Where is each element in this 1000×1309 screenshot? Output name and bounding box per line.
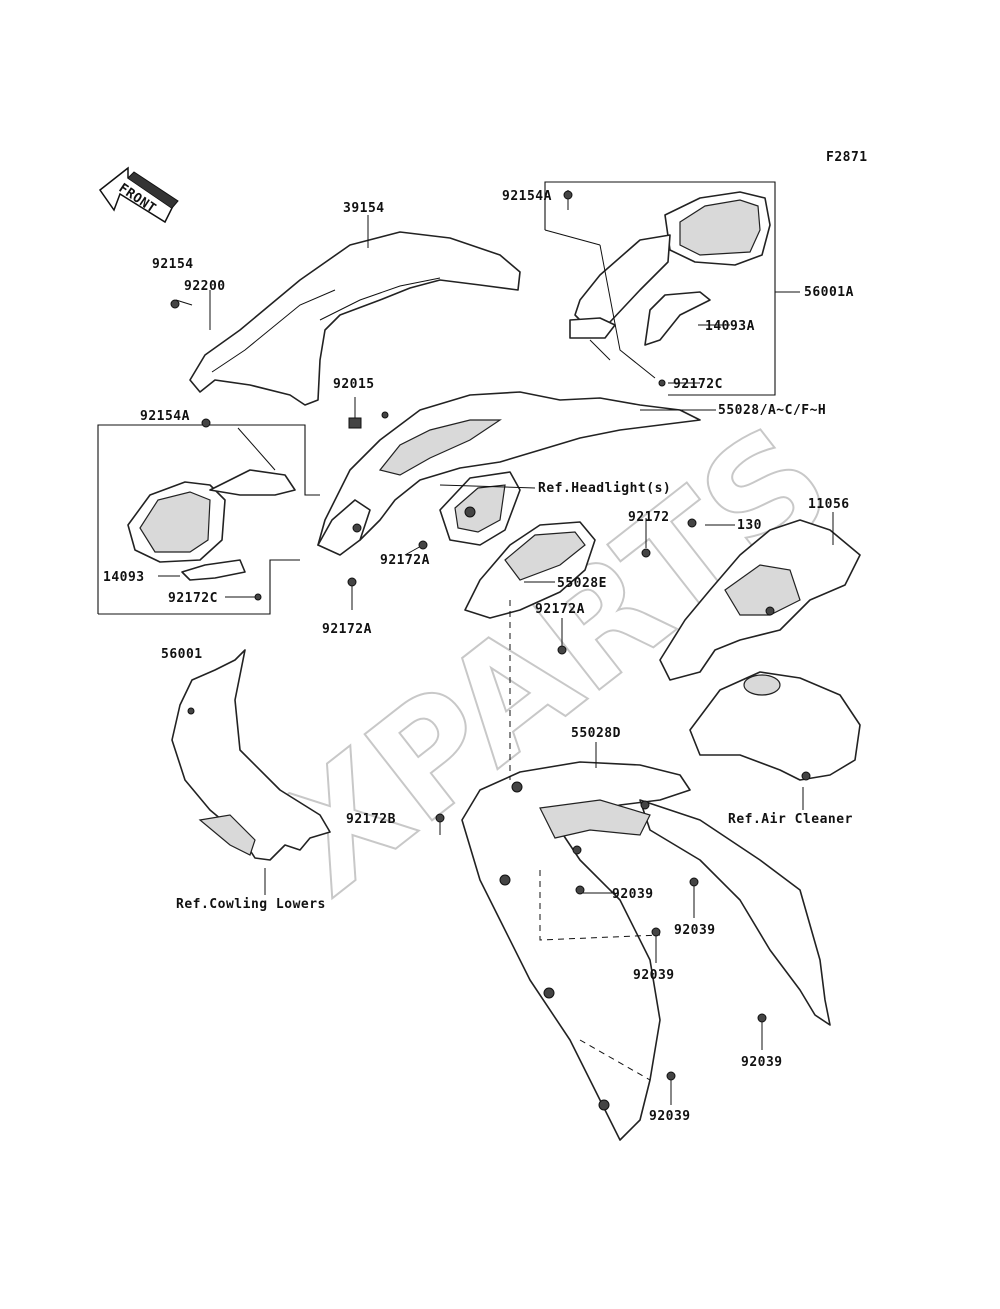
label-92039-b: 92039	[674, 923, 716, 938]
label-92200: 92200	[184, 279, 226, 294]
label-92039-d: 92039	[741, 1055, 783, 1070]
label-14093a: 14093A	[705, 319, 755, 334]
label-92172a-right: 92172A	[535, 602, 585, 617]
front-cowl-part	[171, 649, 331, 861]
label-92039-a: 92039	[612, 887, 654, 902]
left-mirror-assembly	[97, 424, 320, 615]
duct-part	[464, 521, 596, 619]
label-130: 130	[737, 518, 762, 533]
label-92172c-left: 92172C	[168, 591, 218, 606]
label-55028-group: 55028/A~C/F~H	[718, 403, 826, 418]
label-92172c-right: 92172C	[673, 377, 723, 392]
label-55028d: 55028D	[571, 726, 621, 741]
air-cleaner-part	[689, 671, 861, 781]
right-mirror-assembly	[544, 181, 776, 396]
label-92039-c: 92039	[633, 968, 675, 983]
label-ref-headlight: Ref.Headlight(s)	[538, 481, 671, 496]
fasteners	[170, 190, 767, 1081]
headlight-part	[439, 471, 521, 546]
label-92154a-left: 92154A	[140, 409, 190, 424]
label-14093: 14093	[103, 570, 145, 585]
label-56001a: 56001A	[804, 285, 854, 300]
label-92039-e: 92039	[649, 1109, 691, 1124]
label-92015: 92015	[333, 377, 375, 392]
label-56001: 56001	[161, 647, 203, 662]
label-92172a-mid: 92172A	[380, 553, 430, 568]
label-92154: 92154	[152, 257, 194, 272]
label-92172b: 92172B	[346, 812, 396, 827]
side-fairing-part	[461, 761, 831, 1141]
label-55028e: 55028E	[557, 576, 607, 591]
label-39154: 39154	[343, 201, 385, 216]
label-92172a-left: 92172A	[322, 622, 372, 637]
label-11056: 11056	[808, 497, 850, 512]
windshield-part	[189, 231, 521, 406]
label-ref-cowling-lowers: Ref.Cowling Lowers	[176, 897, 326, 912]
leader-lines	[158, 190, 834, 1105]
label-92154a-top: 92154A	[502, 189, 552, 204]
bracket-part	[659, 519, 861, 681]
label-ref-air-cleaner: Ref.Air Cleaner	[728, 812, 853, 827]
figure-code: F2871	[826, 150, 868, 165]
front-arrow-icon: FRONT	[98, 166, 179, 224]
label-92172: 92172	[628, 510, 670, 525]
cowl-inner-panel	[317, 391, 701, 556]
